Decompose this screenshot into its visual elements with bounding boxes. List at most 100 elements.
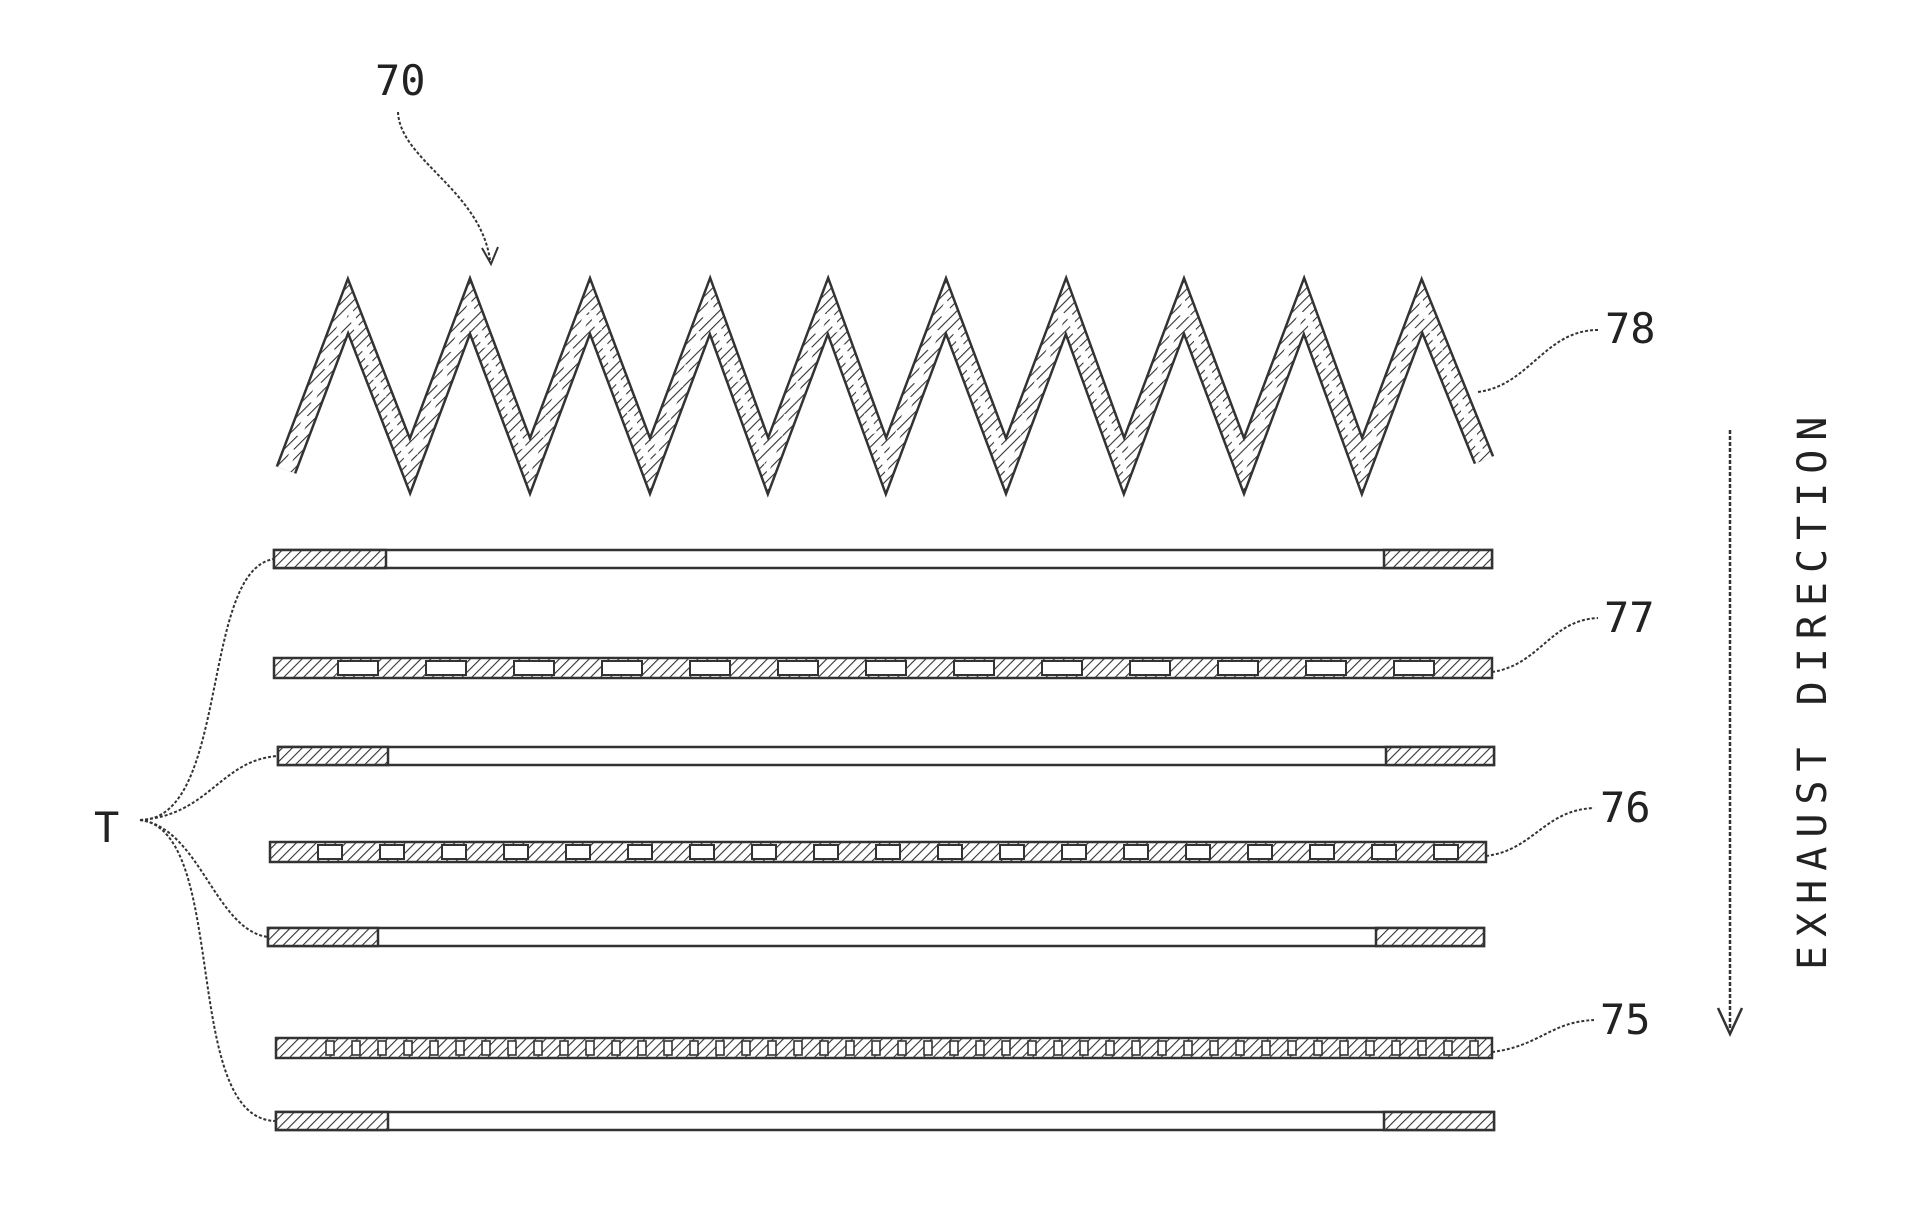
perforation-hole <box>690 845 714 859</box>
perforation-hole <box>1394 661 1434 675</box>
perforation-hole <box>482 1041 490 1055</box>
perforation-hole <box>508 1041 516 1055</box>
perforation-hole <box>1218 661 1258 675</box>
label-78: 78 <box>1605 304 1656 353</box>
perforation-hole <box>664 1041 672 1055</box>
perforation-hole <box>846 1041 854 1055</box>
perforation-hole <box>628 845 652 859</box>
perforation-hole <box>456 1041 464 1055</box>
pleated-layer-78 <box>286 306 1484 470</box>
label-75: 75 <box>1600 995 1651 1044</box>
spacer-plate-1 <box>274 550 1492 568</box>
perforation-hole <box>1340 1041 1348 1055</box>
perforation-hole <box>586 1041 594 1055</box>
leader-line-78 <box>1478 330 1598 392</box>
perforation-hole <box>690 1041 698 1055</box>
perforation-hole <box>876 845 900 859</box>
perforation-hole <box>404 1041 412 1055</box>
leader-arrow-70 <box>398 112 498 264</box>
perforation-hole <box>326 1041 334 1055</box>
perforation-hole <box>866 661 906 675</box>
leader-line-76 <box>1486 808 1594 856</box>
perforation-hole <box>898 1041 906 1055</box>
perforation-hole <box>1054 1041 1062 1055</box>
perforation-hole <box>938 845 962 859</box>
perforation-hole <box>1028 1041 1036 1055</box>
perforation-hole <box>1434 845 1458 859</box>
label-76: 76 <box>1600 783 1651 832</box>
perforation-hole <box>1248 845 1272 859</box>
perforation-hole <box>1210 1041 1218 1055</box>
perforation-hole <box>1000 845 1024 859</box>
label-t: T <box>94 803 119 852</box>
spacer-plate-2 <box>278 747 1494 765</box>
perforation-hole <box>318 845 342 859</box>
exhaust-direction-label: EXHAUST DIRECTION <box>1790 408 1836 970</box>
perforation-hole <box>1106 1041 1114 1055</box>
perforation-hole <box>924 1041 932 1055</box>
perforation-hole <box>1158 1041 1166 1055</box>
perforation-hole <box>794 1041 802 1055</box>
perforation-hole <box>1130 661 1170 675</box>
leader-lines-t <box>140 559 278 1121</box>
perforation-hole <box>778 661 818 675</box>
perforation-hole <box>1366 1041 1374 1055</box>
perforation-hole <box>352 1041 360 1055</box>
perforation-hole <box>1288 1041 1296 1055</box>
label-77: 77 <box>1604 593 1655 642</box>
perforation-hole <box>566 845 590 859</box>
perforated-plate-75 <box>276 1038 1492 1058</box>
perforation-hole <box>1080 1041 1088 1055</box>
perforation-hole <box>1470 1041 1478 1055</box>
perforation-hole <box>504 845 528 859</box>
perforation-hole <box>380 845 404 859</box>
perforated-plate-76 <box>270 842 1486 862</box>
spacer-plate-3 <box>268 928 1484 946</box>
perforation-hole <box>950 1041 958 1055</box>
perforation-hole <box>638 1041 646 1055</box>
perforation-hole <box>752 845 776 859</box>
perforation-hole <box>560 1041 568 1055</box>
perforation-hole <box>378 1041 386 1055</box>
perforation-hole <box>338 661 378 675</box>
perforation-hole <box>602 661 642 675</box>
perforation-hole <box>442 845 466 859</box>
perforated-plate-77 <box>274 658 1492 678</box>
perforation-hole <box>514 661 554 675</box>
perforation-hole <box>872 1041 880 1055</box>
perforation-hole <box>1444 1041 1452 1055</box>
perforation-hole <box>1062 845 1086 859</box>
perforation-hole <box>690 661 730 675</box>
perforation-hole <box>1392 1041 1400 1055</box>
perforation-hole <box>1310 845 1334 859</box>
perforation-hole <box>820 1041 828 1055</box>
perforation-hole <box>1262 1041 1270 1055</box>
leader-line-75 <box>1492 1020 1594 1052</box>
down-arrow-icon <box>1718 430 1742 1034</box>
perforation-hole <box>768 1041 776 1055</box>
perforation-hole <box>612 1041 620 1055</box>
label-70: 70 <box>375 56 426 105</box>
perforation-hole <box>1418 1041 1426 1055</box>
perforation-hole <box>1042 661 1082 675</box>
perforation-hole <box>976 1041 984 1055</box>
perforation-hole <box>716 1041 724 1055</box>
perforation-hole <box>1002 1041 1010 1055</box>
leader-line-77 <box>1492 618 1598 672</box>
perforation-hole <box>430 1041 438 1055</box>
perforation-hole <box>814 845 838 859</box>
perforation-hole <box>742 1041 750 1055</box>
perforation-hole <box>1306 661 1346 675</box>
perforation-hole <box>426 661 466 675</box>
perforation-hole <box>1372 845 1396 859</box>
perforation-hole <box>1314 1041 1322 1055</box>
perforation-hole <box>954 661 994 675</box>
perforation-hole <box>1236 1041 1244 1055</box>
perforation-hole <box>1124 845 1148 859</box>
perforation-hole <box>534 1041 542 1055</box>
perforation-hole <box>1132 1041 1140 1055</box>
perforation-hole <box>1186 845 1210 859</box>
perforation-hole <box>1184 1041 1192 1055</box>
spacer-plate-4 <box>276 1112 1494 1130</box>
